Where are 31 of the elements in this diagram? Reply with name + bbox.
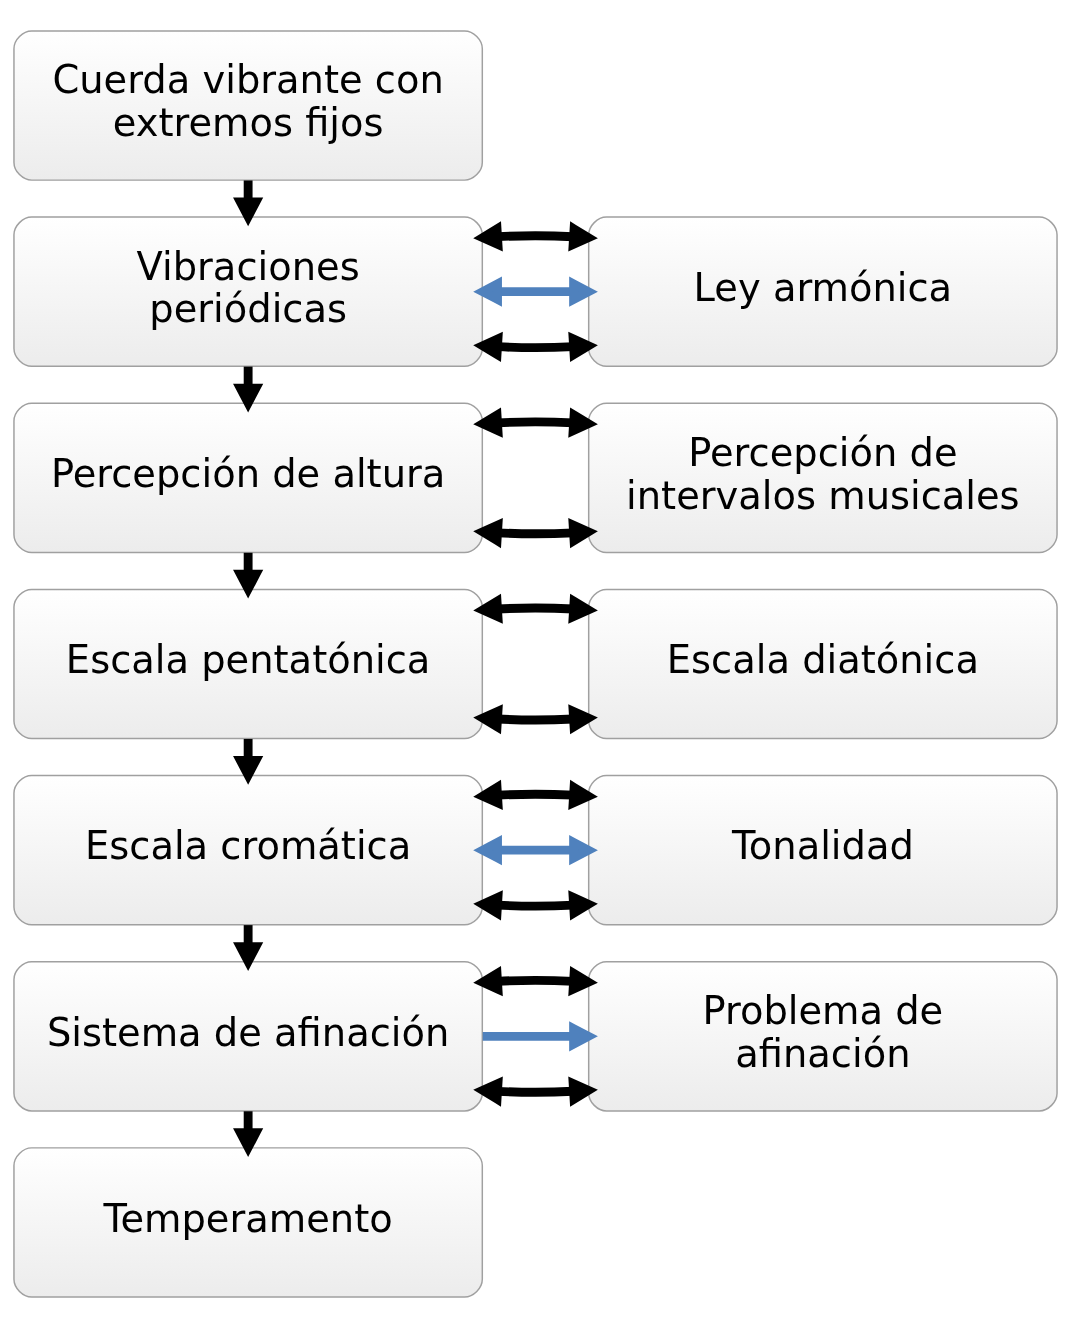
node-box: Vibraciones periódicas — [13, 215, 484, 367]
arrow — [473, 703, 598, 734]
arrow — [233, 1110, 264, 1157]
arrow — [473, 1076, 598, 1107]
node-box: Tonalidad — [587, 774, 1058, 925]
node-box: Sistema de afinación — [13, 960, 484, 1112]
arrow — [473, 517, 598, 548]
arrow — [473, 276, 598, 307]
arrow — [233, 179, 264, 226]
node-box: Escala diatónica — [587, 588, 1058, 739]
arrow — [233, 738, 264, 785]
node-box: Percepción de altura — [13, 402, 484, 553]
arrow — [473, 779, 598, 810]
node-box: Temperamento — [13, 1146, 484, 1298]
arrow — [473, 593, 598, 624]
arrow — [473, 407, 598, 438]
arrow — [473, 220, 598, 251]
arrow — [233, 924, 264, 971]
arrow — [233, 366, 264, 412]
node-box: Cuerda vibrante con extremos fijos — [13, 29, 484, 181]
node-box: Escala cromática — [13, 774, 484, 925]
node-box: Percepción de intervalos musicales — [587, 402, 1058, 553]
node-box: Problema de afinación — [587, 960, 1058, 1112]
arrow — [482, 1020, 598, 1051]
arrow — [473, 834, 598, 865]
arrow — [233, 552, 264, 599]
arrow — [473, 965, 598, 996]
arrow — [473, 889, 598, 920]
arrow — [473, 331, 598, 362]
node-box: Ley armónica — [587, 215, 1058, 367]
node-box: Escala pentatónica — [13, 588, 484, 739]
